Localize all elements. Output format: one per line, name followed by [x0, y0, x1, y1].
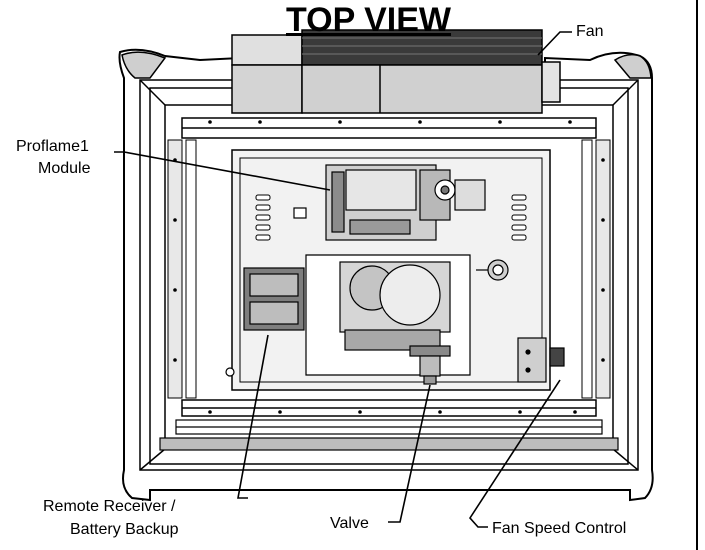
- bottom-grate: [159, 419, 619, 451]
- side-rails: [167, 139, 611, 399]
- leader-fan: [537, 31, 572, 56]
- leader-module: [114, 151, 331, 191]
- proflame-module: [293, 164, 486, 241]
- label-module-line1: Proflame1: [16, 138, 89, 155]
- label-fan: Fan: [576, 23, 604, 40]
- leader-lines: [114, 31, 572, 528]
- label-fan-speed-control: Fan Speed Control: [492, 520, 627, 537]
- vent-slots-left: [255, 194, 271, 241]
- corner-flares: [121, 51, 652, 79]
- label-module-line2: Module: [38, 160, 91, 177]
- gas-fitting: [476, 259, 509, 281]
- vent-slots-right: [511, 194, 527, 241]
- remote-receiver: [225, 267, 305, 377]
- leader-fan-speed: [468, 379, 561, 528]
- label-valve: Valve: [330, 515, 369, 532]
- diagram-title: TOP VIEW: [286, 1, 452, 39]
- valve-assembly: [305, 254, 471, 385]
- leader-valve: [388, 384, 431, 523]
- label-receiver-line1: Remote Receiver /: [43, 498, 176, 515]
- fan-speed-control-unit: [517, 337, 565, 383]
- fan-housing: [231, 29, 561, 114]
- label-receiver-line2: Battery Backup: [70, 521, 179, 538]
- leader-receiver: [237, 334, 269, 499]
